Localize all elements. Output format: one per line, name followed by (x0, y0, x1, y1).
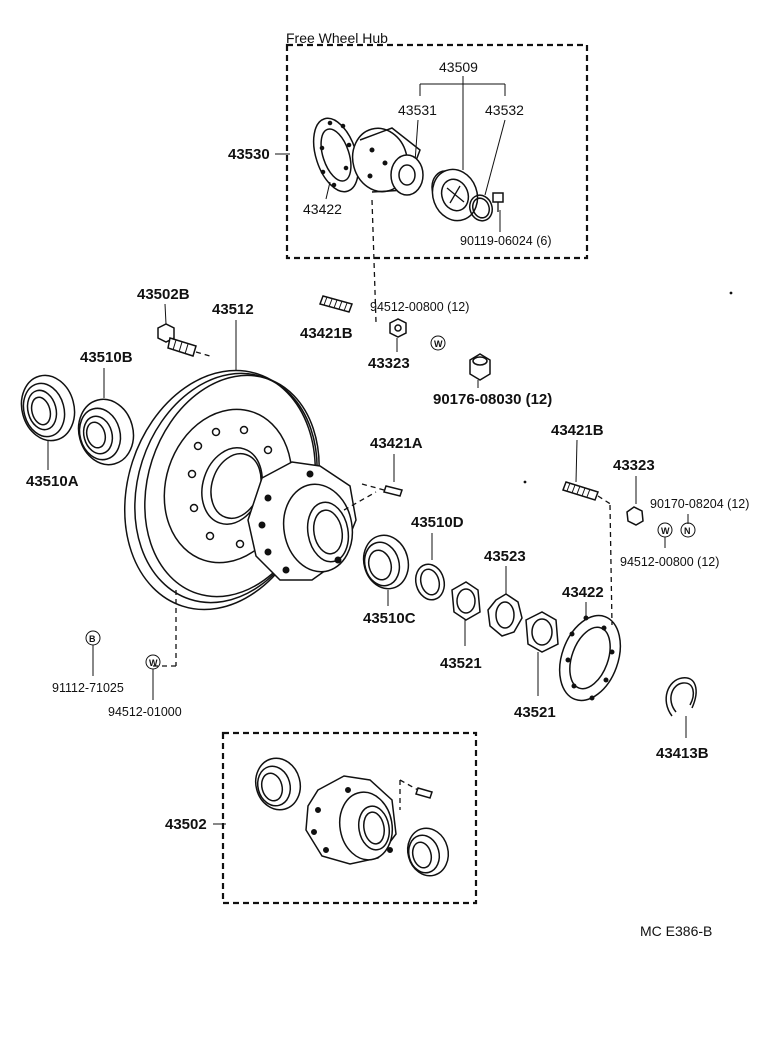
label-43510D: 43510D (411, 514, 464, 531)
pin-43421A (383, 485, 403, 497)
left-parts: 43502B 43510B 43510A (20, 286, 211, 490)
free-wheel-hub-box (285, 43, 589, 260)
gasket-43422-top (312, 117, 360, 193)
label-43323-left: 43323 (368, 355, 410, 372)
snap-ring-43413B (665, 677, 697, 717)
label-43531: 43531 (398, 102, 437, 118)
lock-nut-43521-left (451, 581, 481, 621)
svg-text:N: N (684, 526, 691, 536)
label-94512-01000: 94512-01000 (108, 705, 182, 719)
axle-hub-middle (247, 461, 357, 581)
label-43421A: 43421A (370, 435, 423, 452)
stud-43421B-right (562, 481, 599, 501)
lock-nut-43521-right (525, 611, 559, 653)
free-wheel-hub-group: Free Wheel Hub 43530 43509 43531 43532 4… (228, 30, 589, 260)
washer-symbol-w-bottom: W (145, 654, 161, 670)
label-43323-right: 43323 (613, 457, 655, 474)
free-wheel-hub-body (351, 127, 424, 196)
bolt-43502B (157, 323, 197, 357)
label-43509: 43509 (439, 59, 478, 75)
bolt-symbol-b: B (85, 630, 101, 646)
free-wheel-hub-title: Free Wheel Hub (286, 30, 388, 46)
lock-washer-43523 (487, 593, 523, 637)
label-43521-right: 43521 (514, 704, 556, 721)
label-43532: 43532 (485, 102, 524, 118)
label-94512-00800-right: 94512-00800 (12) (620, 555, 719, 569)
svg-text:W: W (149, 658, 158, 668)
nut-43323-right (626, 506, 644, 526)
figure-code: MC E386-B (640, 923, 712, 939)
upper-fasteners: 43421B 94512-00800 (12) 43323 W 90176-08… (300, 295, 552, 408)
label-43510C: 43510C (363, 610, 416, 627)
label-43421B-left: 43421B (300, 325, 353, 342)
bearing-race-right (406, 827, 450, 877)
label-43510A: 43510A (26, 473, 79, 490)
snap-ring-43510D (414, 563, 446, 601)
label-43521-left: 43521 (440, 655, 482, 672)
label-43422-top: 43422 (303, 201, 342, 217)
label-90176-08030: 90176-08030 (12) (433, 391, 552, 408)
label-91112-71025: 91112-71025 (52, 681, 124, 695)
label-43502B: 43502B (137, 286, 190, 303)
label-43421B-right: 43421B (551, 422, 604, 439)
label-90119-06024: 90119-06024 (6) (460, 234, 552, 248)
axle-hub-assembly-43502: 43502 (165, 731, 478, 905)
label-43512: 43512 (212, 301, 254, 318)
bearing-43510B (77, 398, 135, 466)
svg-text:W: W (661, 526, 670, 536)
label-43502: 43502 (165, 816, 207, 833)
oil-seal-43510A (20, 374, 76, 442)
hub-knob-43509 (431, 168, 479, 222)
label-94512-00800-top: 94512-00800 (12) (370, 300, 469, 314)
nut-symbol-n: N (680, 522, 696, 538)
svg-text:W: W (434, 339, 443, 349)
svg-text:B: B (89, 634, 96, 644)
stud-43421B-left (319, 295, 353, 313)
washer-symbol-w-top: W (430, 335, 446, 351)
label-43530: 43530 (228, 146, 270, 163)
label-43510B: 43510B (80, 349, 133, 366)
nut-90176 (469, 353, 491, 388)
bearing-race-left (254, 757, 302, 811)
snap-ring-43532 (468, 194, 494, 222)
label-43523: 43523 (484, 548, 526, 565)
bearing-43510C (362, 534, 410, 590)
gasket-43422-mid (558, 614, 622, 702)
label-90170-08204: 90170-08204 (12) (650, 497, 749, 511)
axle-hub-assembly-box (221, 731, 478, 905)
label-43413B: 43413B (656, 745, 709, 762)
nut-43323-left (389, 318, 407, 338)
bolt-90119 (492, 192, 504, 212)
label-43422-mid: 43422 (562, 584, 604, 601)
washer-symbol-w-right: W (657, 522, 673, 538)
